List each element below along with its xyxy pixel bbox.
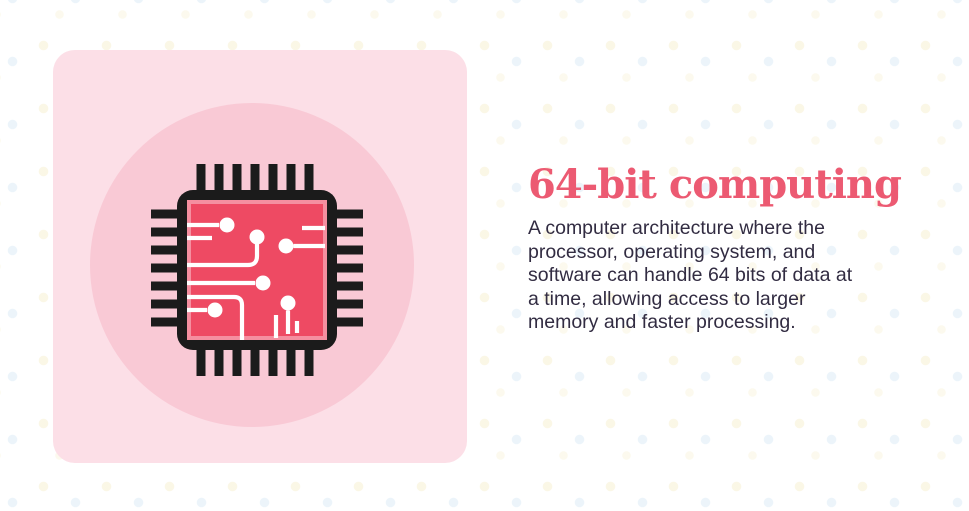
circuit-nodes: [207, 217, 296, 318]
definition-block: 64-bit computing A computer architecture…: [528, 162, 948, 335]
page-title: 64-bit computing: [528, 161, 902, 208]
definition-line: processor, operating system, and: [528, 240, 816, 263]
circuit-traces: [187, 222, 325, 340]
definition-line: a time, allowing access to larger: [528, 287, 806, 310]
definition-line: software can handle 64 bits of data at: [528, 264, 853, 286]
chip-pins: [151, 164, 363, 376]
illustration-card: [53, 50, 467, 463]
definition-text: A computer architecture where the proces…: [528, 217, 948, 335]
definition-line: A computer architecture where the: [528, 217, 825, 239]
chip-die: [187, 200, 327, 340]
definition-line: memory and faster processing.: [528, 311, 796, 333]
cpu-chip-icon: [151, 164, 363, 376]
